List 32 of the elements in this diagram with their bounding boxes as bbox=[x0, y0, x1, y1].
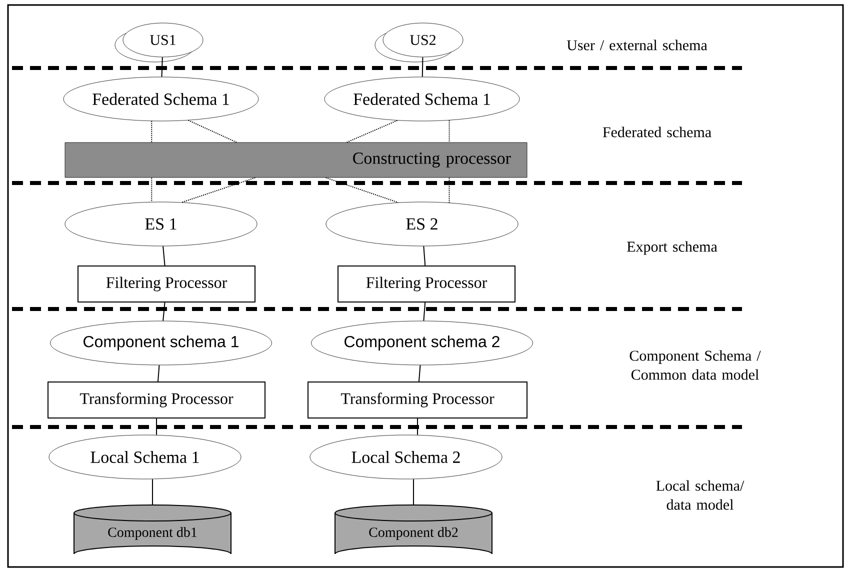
processor-box: Filtering Processor bbox=[78, 266, 256, 302]
connector-line bbox=[152, 478, 153, 506]
layer-label: Federated schema bbox=[602, 126, 712, 138]
connector-line bbox=[346, 120, 398, 143]
connector-line bbox=[162, 246, 166, 266]
connector-line bbox=[448, 120, 450, 143]
connector-line bbox=[417, 418, 418, 436]
layer-label: Export schema bbox=[627, 241, 718, 255]
connector-line bbox=[423, 302, 426, 322]
layer-label: Component Schema / Common data model bbox=[630, 350, 761, 380]
connector-line bbox=[423, 246, 426, 266]
connector-line bbox=[413, 478, 414, 506]
connector-line bbox=[161, 56, 163, 78]
connector-line bbox=[448, 177, 450, 204]
connector-line bbox=[418, 364, 421, 382]
connector-line bbox=[162, 302, 166, 322]
connector-line bbox=[156, 418, 157, 436]
connector-line bbox=[422, 56, 424, 78]
connector-line bbox=[181, 177, 256, 203]
connector-line bbox=[151, 120, 152, 143]
processor-box: Transforming Processor bbox=[48, 382, 266, 418]
database-cylinder: Component db2 bbox=[334, 504, 492, 554]
processor-box: Filtering Processor bbox=[338, 266, 516, 302]
database-cylinder: Component db1 bbox=[74, 504, 232, 554]
layer-label: Local schema/ data model bbox=[656, 480, 744, 510]
processor-bar: Constructing processor bbox=[64, 142, 528, 178]
connector-line bbox=[188, 120, 237, 143]
connector-line bbox=[151, 177, 152, 202]
layer-label: User / external schema bbox=[566, 40, 708, 50]
connector-line bbox=[325, 177, 399, 203]
processor-box: Transforming Processor bbox=[308, 382, 528, 418]
connector-line bbox=[157, 364, 160, 382]
